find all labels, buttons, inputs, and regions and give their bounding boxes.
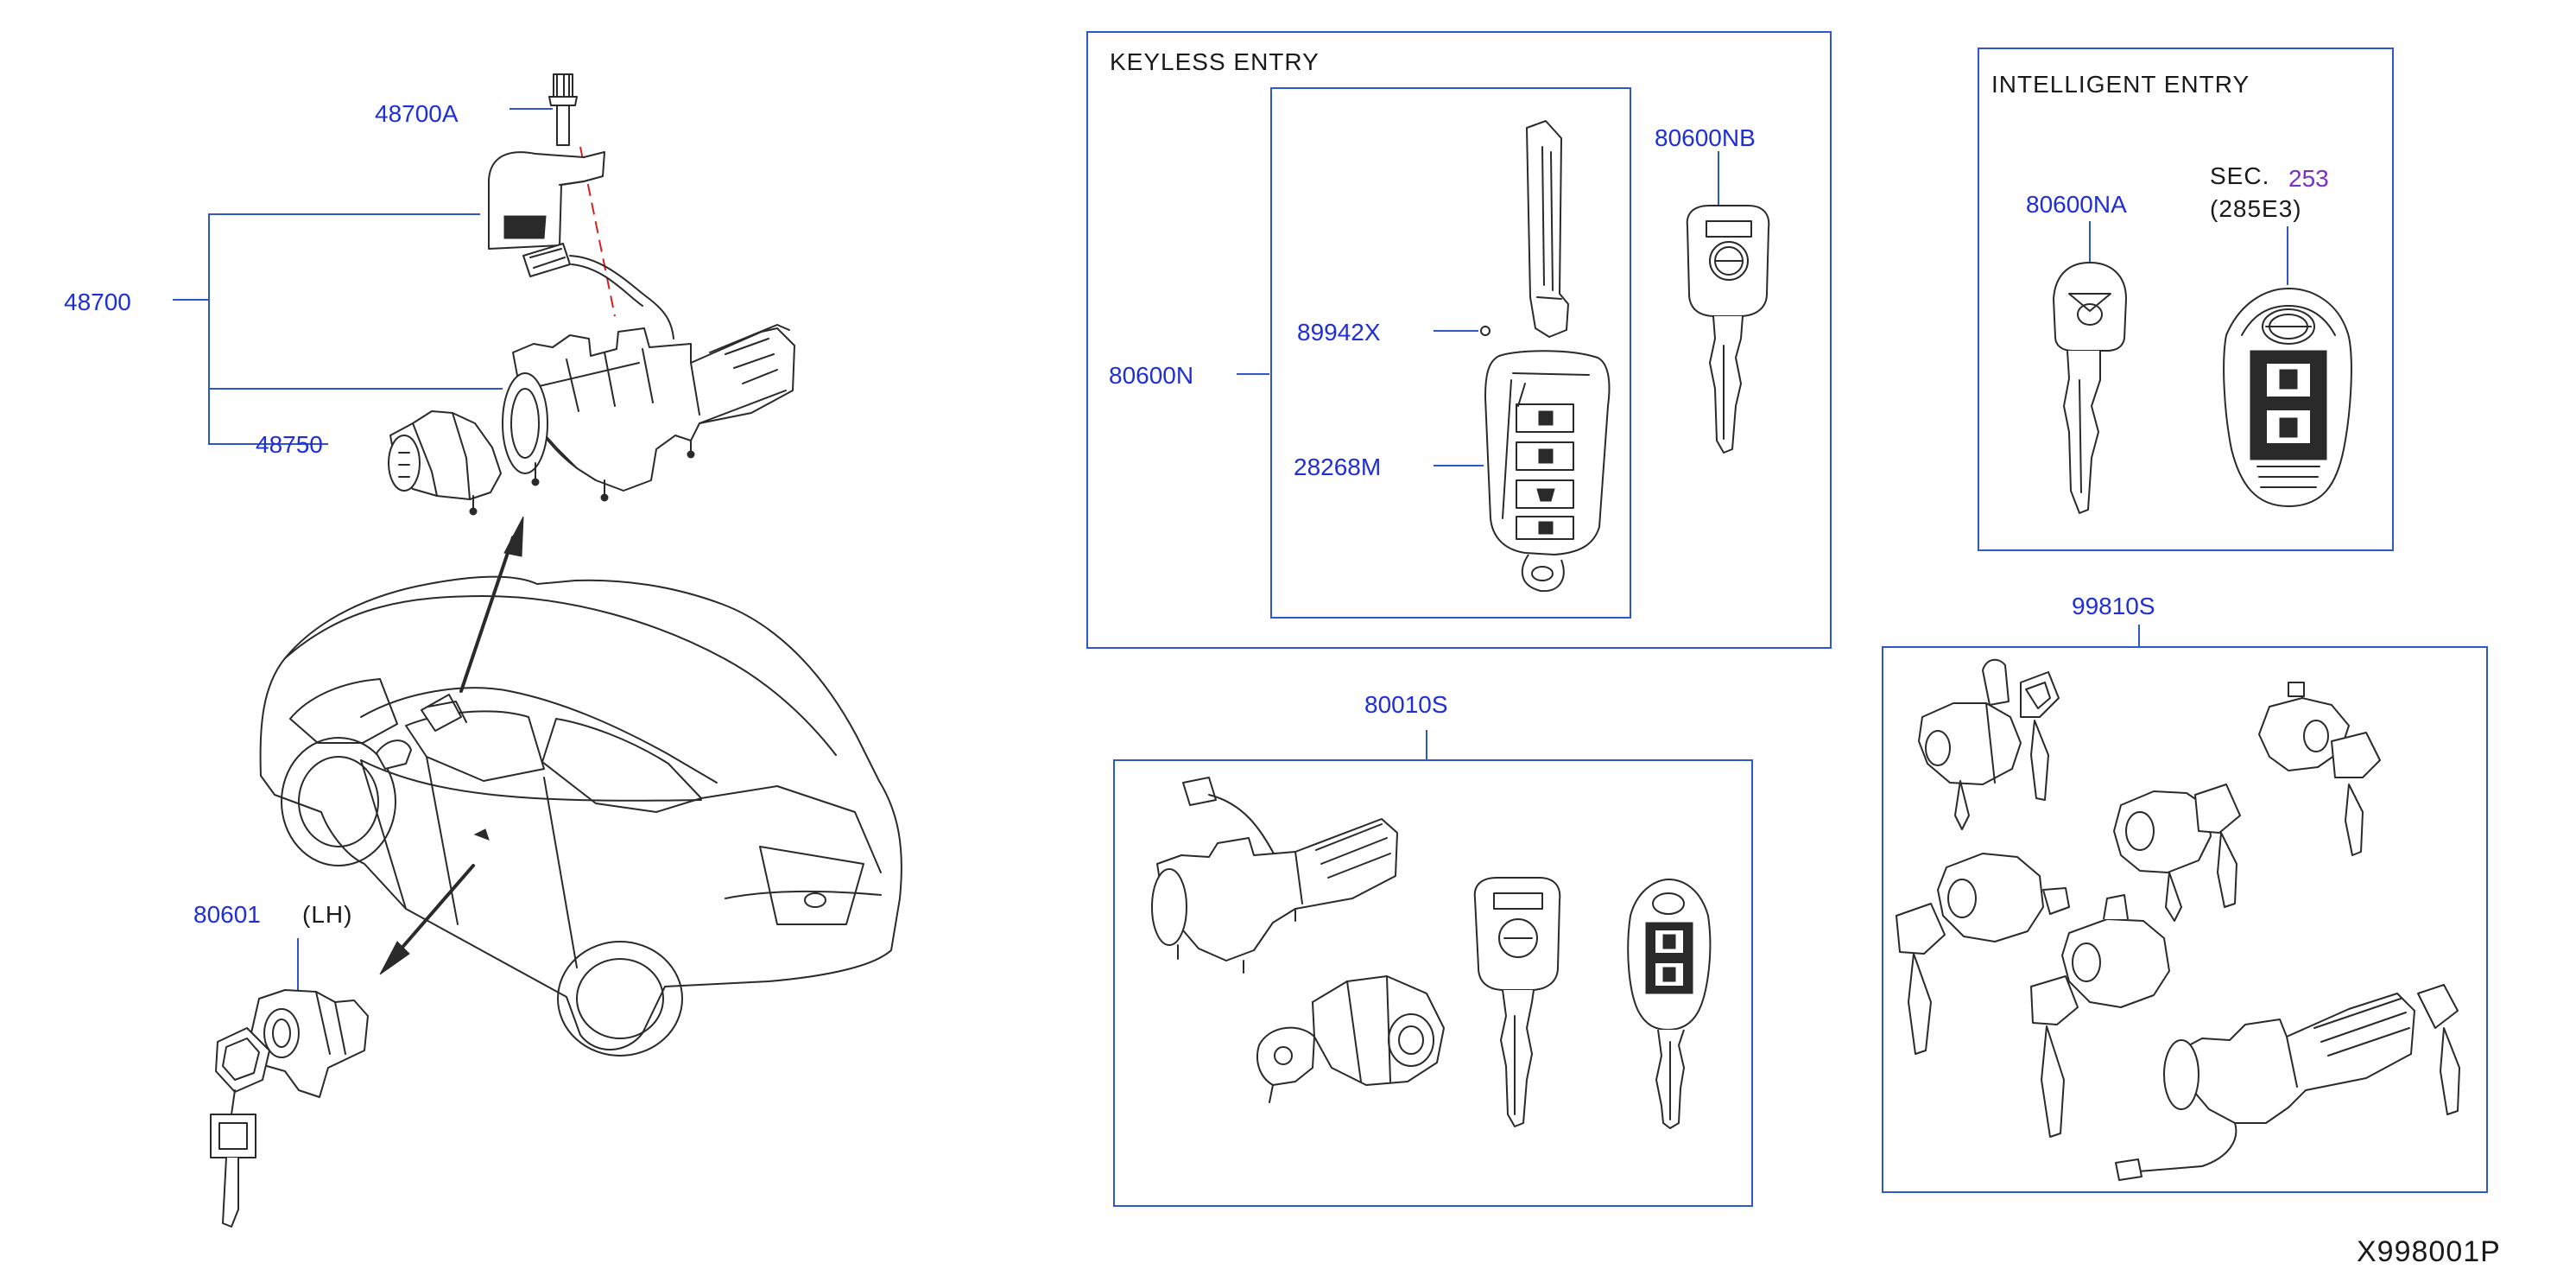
part-label-80010s[interactable]: 80010S [1364, 691, 1448, 718]
retainer-pin-dot [1480, 326, 1491, 336]
part-label-80600nb[interactable]: 80600NB [1655, 124, 1756, 151]
part-label-80601[interactable]: 80601 [193, 901, 261, 928]
intelligent-key-fob [2223, 288, 2352, 507]
door-lock-80601 [210, 989, 369, 1228]
callout-arrows [379, 516, 524, 975]
sec-prefix: SEC. [2210, 162, 2270, 189]
lock-set-80010s-parts [1151, 777, 1712, 1129]
folding-key-blade [1526, 120, 1569, 338]
lock-set-99810s-parts [1896, 658, 2460, 1181]
part-label-89942x[interactable]: 89942X [1297, 319, 1381, 346]
lock-set-99810s-frame [1882, 646, 2488, 1193]
sec-sub-code: (285E3) [2210, 195, 2302, 222]
key-cylinder-48750 [388, 410, 502, 516]
blank-key-80600nb [1686, 205, 1770, 454]
part-label-48750[interactable]: 48750 [256, 431, 323, 458]
ignition-lock-assembly [488, 73, 795, 502]
sec-number-link[interactable]: 253 [2288, 165, 2329, 192]
keyless-entry-title: KEYLESS ENTRY [1110, 48, 1320, 75]
part-label-80600na[interactable]: 80600NA [2026, 191, 2127, 218]
lock-set-80010s-frame [1113, 759, 1753, 1207]
flip-remote-28268m [1484, 350, 1611, 593]
intelligent-entry-frame [1978, 48, 2394, 551]
mechanical-key-80600na [2053, 262, 2127, 514]
intelligent-entry-title: INTELLIGENT ENTRY [1991, 71, 2250, 98]
keyless-remote-subframe [1270, 87, 1631, 619]
part-side-note: (LH) [302, 901, 353, 928]
leader-lines [173, 108, 2288, 992]
keyless-entry-frame [1086, 31, 1832, 649]
part-label-80600n[interactable]: 80600N [1109, 362, 1194, 389]
part-label-28268m[interactable]: 28268M [1294, 454, 1382, 480]
part-label-48700a[interactable]: 48700A [375, 100, 459, 127]
part-label-48700[interactable]: 48700 [64, 289, 131, 315]
vehicle-outline [259, 575, 902, 1057]
part-label-99810s[interactable]: 99810S [2072, 593, 2155, 619]
diagram-reference-code: X998001P [2357, 1235, 2501, 1268]
